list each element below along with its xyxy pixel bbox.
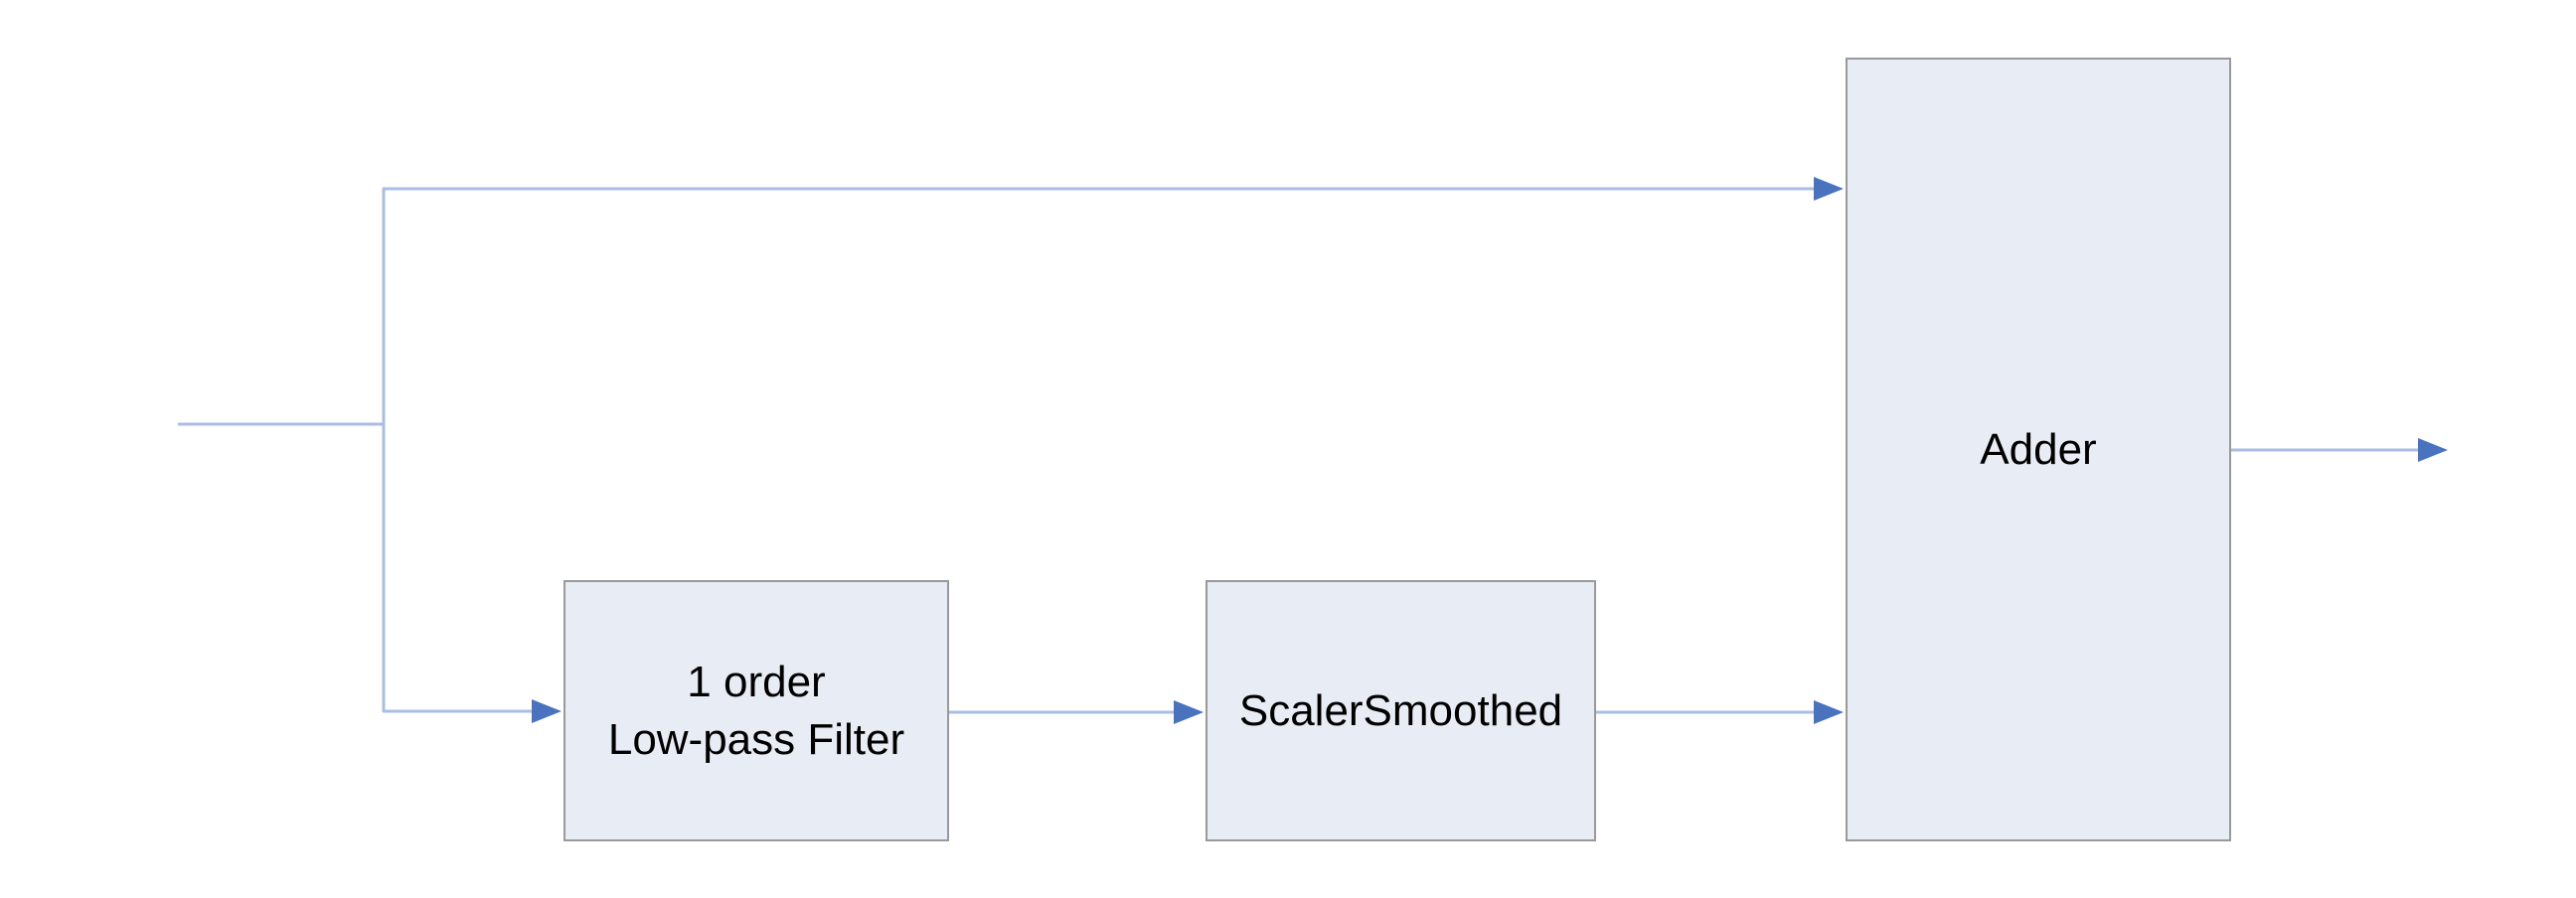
block-scaler-smoothed: ScalerSmoothed [1206, 580, 1596, 841]
arrowhead-into-adder-top-icon [1814, 177, 1844, 201]
scaler-smoothed-label: ScalerSmoothed [1238, 685, 1563, 735]
arrowhead-into-scaler-icon [1174, 700, 1204, 724]
lowpass-filter-label-line1: 1 order [687, 658, 826, 707]
adder-label: Adder [1980, 424, 2097, 474]
block-lowpass-filter: 1 order Low-pass Filter [564, 580, 949, 841]
arrowhead-output-icon [2418, 438, 2448, 462]
arrowhead-into-lowpass-icon [532, 699, 562, 723]
lowpass-filter-label-line2: Low-pass Filter [607, 714, 905, 764]
lowpass-filter-label: 1 order Low-pass Filter [608, 654, 904, 767]
arrowhead-into-adder-bottom-icon [1814, 700, 1844, 724]
block-adder: Adder [1846, 58, 2231, 841]
